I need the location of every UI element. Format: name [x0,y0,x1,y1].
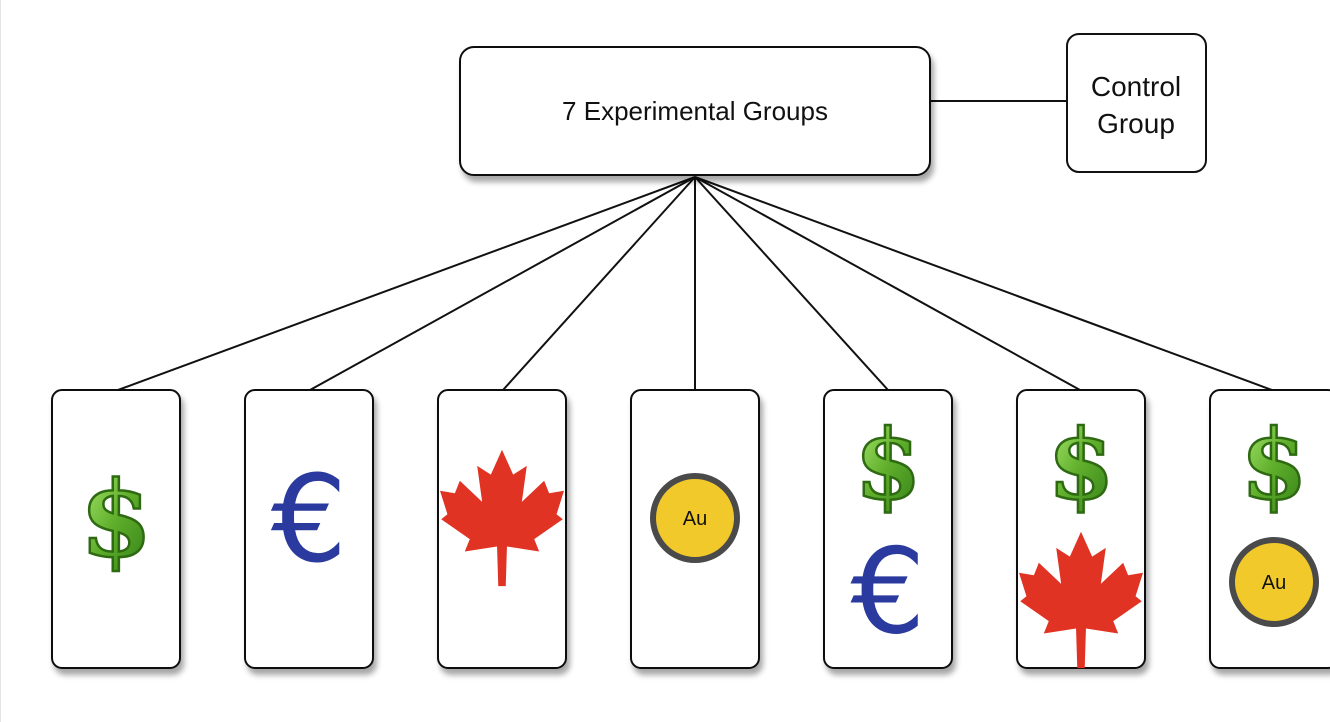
experimental-groups-label: 7 Experimental Groups [562,96,828,126]
group-card-1: $ [51,389,181,669]
control-group-node: Control Group [1066,33,1207,173]
control-group-label-line1: Control [1091,71,1181,102]
gold-coin-label: Au [1262,572,1286,594]
connector-line [309,176,696,391]
connector-line [694,176,1081,391]
dollar-icon: $ [855,409,922,522]
gold-coin-icon: Au [1229,537,1319,627]
connector-line [117,176,696,391]
euro-icon: € [271,451,347,590]
group-card-7: $ Au [1209,389,1330,669]
dollar-icon: $ [80,457,152,580]
group-card-6: $ [1016,389,1146,669]
group-card-2: € [244,389,374,669]
connector-line [694,176,889,391]
group-card-box [244,389,374,669]
group-card-box [51,389,181,669]
group-card-3 [437,389,567,669]
experimental-groups-node: 7 Experimental Groups [459,46,931,176]
connector-line [694,176,1273,391]
connector-lines [117,176,1273,391]
dollar-icon: $ [1241,409,1308,522]
gold-coin-icon: Au [650,473,740,563]
dollar-icon: $ [1048,409,1115,522]
group-card-5: $€ [823,389,953,669]
group-card-box [823,389,953,669]
connector-line [502,176,696,391]
experimental-group-cards: $€Au$€$$Au [51,389,1330,669]
euro-icon: € [850,522,925,660]
group-card-4: Au [630,389,760,669]
control-group-label-line2: Group [1097,108,1175,139]
gold-coin-label: Au [683,508,707,530]
